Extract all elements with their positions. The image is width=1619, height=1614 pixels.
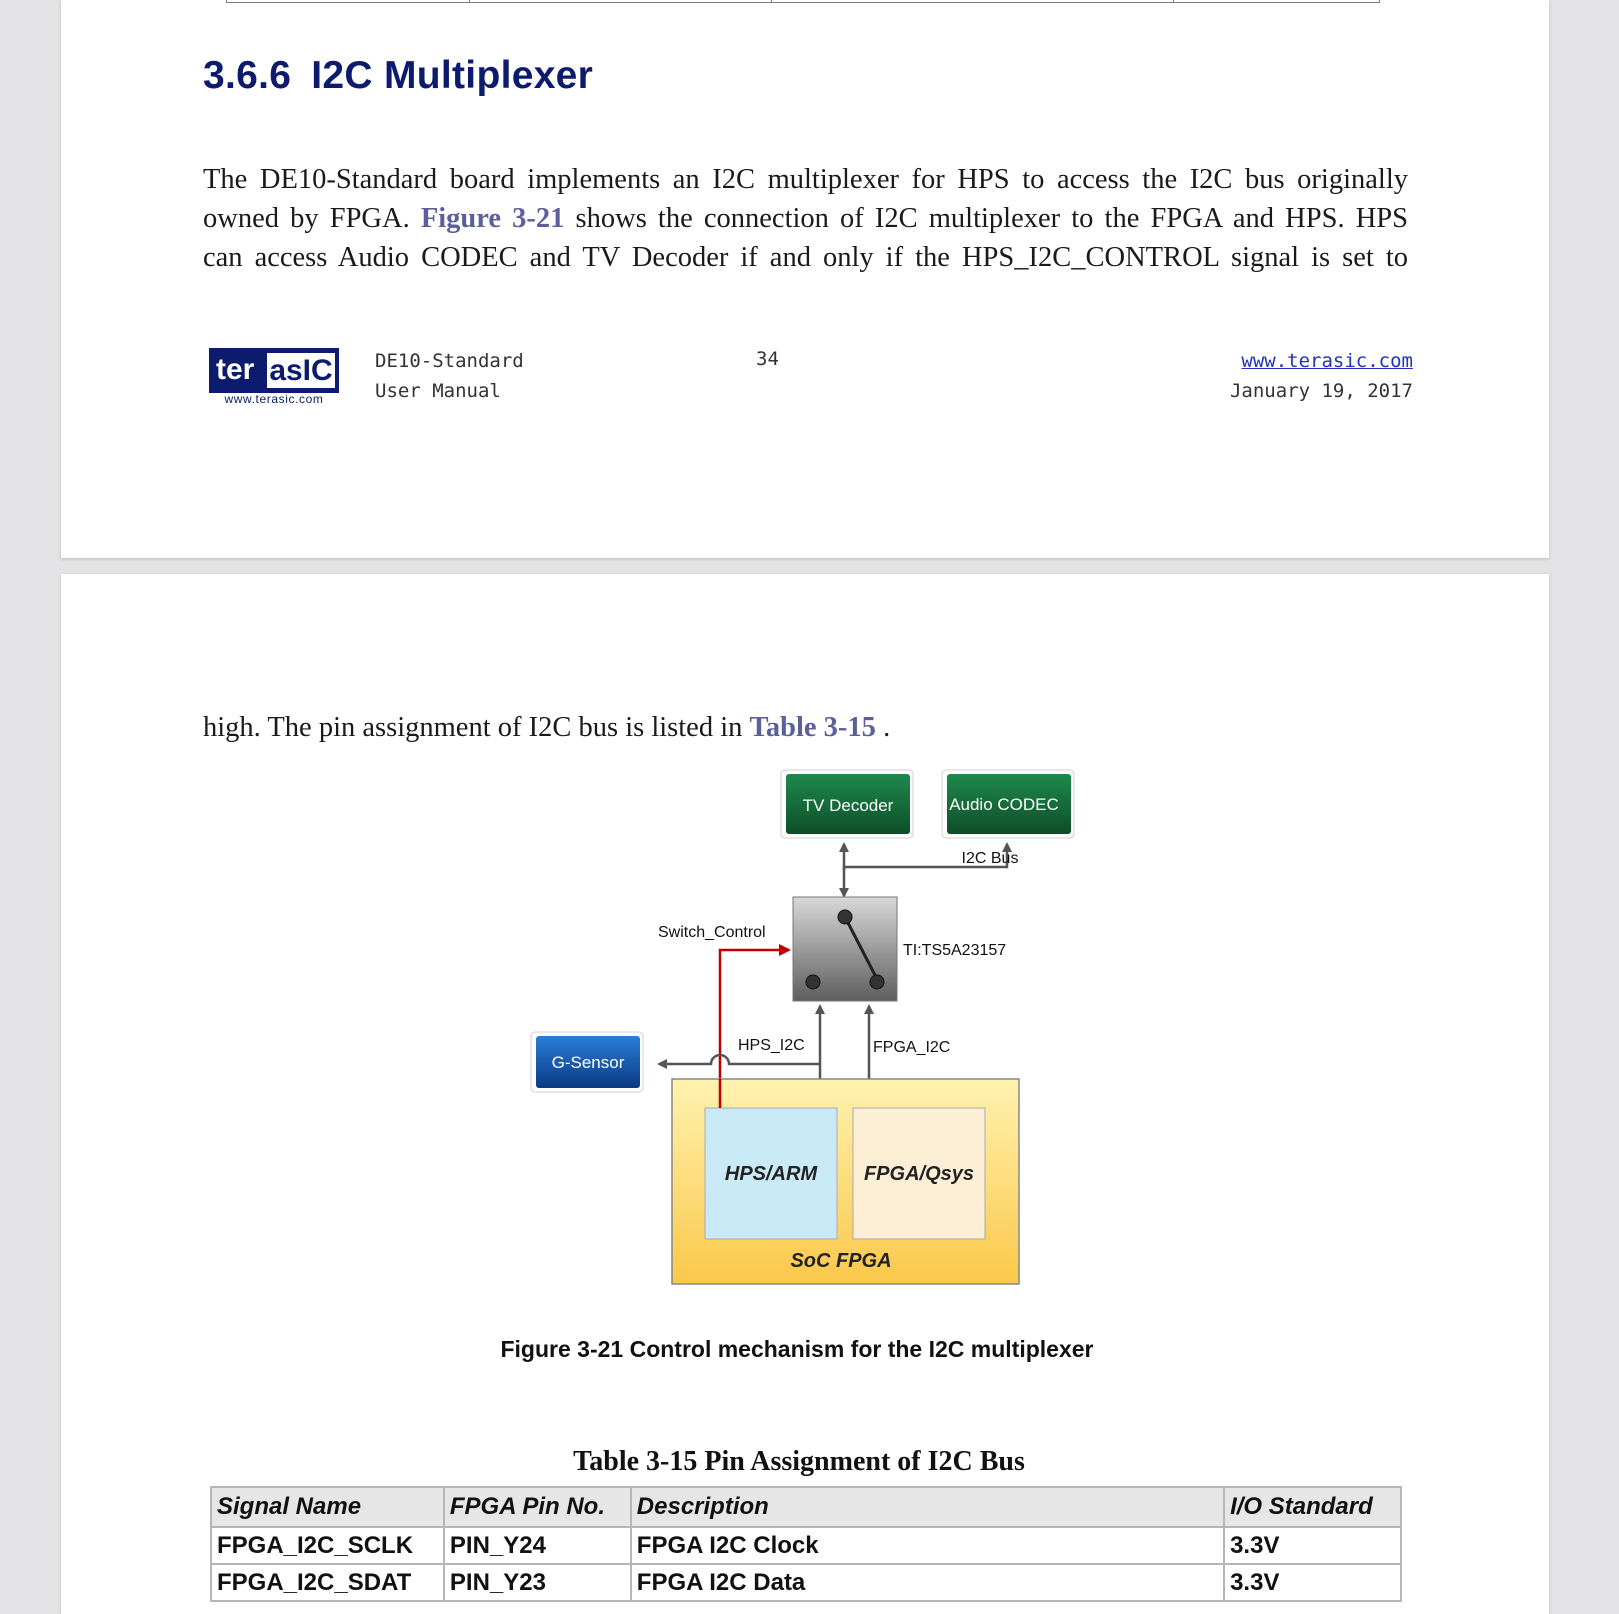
figure-link[interactable]: Figure 3-21 <box>420 203 565 234</box>
g-sensor-block: G-Sensor <box>530 1031 644 1093</box>
terasic-logo: ter asIC www.terasic.com <box>209 348 341 408</box>
paragraph-line: can access Audio CODEC and TV Decoder if… <box>203 242 1408 273</box>
footer-right: www.terasic.com January 19, 2017 <box>1230 346 1413 406</box>
header-signal-name: Signal Name <box>210 1486 445 1528</box>
i2c-bus-label: I2C Bus <box>962 850 1019 867</box>
switch-control-label: Switch_Control <box>658 924 766 941</box>
switch-chip <box>792 896 898 1002</box>
cell-fpga-pin: PIN_Y23 <box>442 1563 632 1602</box>
i2c-bus-lines <box>839 842 1012 898</box>
cell-description: FPGA I2C Data <box>629 1563 1226 1602</box>
cell-signal-name: FPGA_I2C_SCLK <box>210 1526 445 1565</box>
footer-page-number: 34 <box>756 348 779 370</box>
intro-paragraph: The DE10-Standard board implements an I2… <box>203 160 1408 277</box>
table-title: Table 3-15 Pin Assignment of I2C Bus <box>573 1446 1025 1477</box>
audio-codec-label: Audio CODEC <box>949 795 1059 814</box>
footer-doc-type: User Manual <box>375 380 501 402</box>
section-title: I2C Multiplexer <box>311 54 594 97</box>
continued-paragraph: high. The pin assignment of I2C bus is l… <box>203 712 891 743</box>
document-page-35: high. The pin assignment of I2C bus is l… <box>61 574 1549 1614</box>
hps-i2c-label: HPS_I2C <box>738 1037 805 1054</box>
paragraph-line: The DE10-Standard board implements an I2… <box>203 164 1408 195</box>
header-io-standard: I/O Standard <box>1223 1486 1402 1528</box>
cell-signal-name: FPGA_I2C_SDAT <box>210 1563 445 1602</box>
soc-fpga-block: HPS/ARM FPGA/Qsys SoC FPGA <box>671 1078 1020 1285</box>
document-page-34: 3.6.6 I2C Multiplexer The DE10-Standard b… <box>61 0 1549 558</box>
header-description: Description <box>629 1486 1226 1528</box>
soc-fpga-label: SoC FPGA <box>790 1250 891 1272</box>
header-fpga-pin: FPGA Pin No. <box>442 1486 632 1528</box>
section-heading: 3.6.6 I2C Multiplexer <box>203 54 593 98</box>
table-bottom-remnant <box>226 0 1380 3</box>
figure-caption: Figure 3-21 Control mechanism for the I2… <box>500 1336 1094 1362</box>
table-row: FPGA_I2C_SDAT PIN_Y23 FPGA I2C Data 3.3V <box>210 1563 1402 1602</box>
cell-description: FPGA I2C Clock <box>629 1526 1226 1565</box>
footer-website-link[interactable]: www.terasic.com <box>1241 350 1413 372</box>
i2c-multiplexer-diagram: TV Decoder Audio CODEC I2C Bus TI:TS5A23… <box>530 769 1075 1285</box>
footer-doc-info: DE10-Standard User Manual <box>375 346 524 406</box>
g-sensor-label: G-Sensor <box>552 1053 625 1072</box>
switch-chip-label: TI:TS5A23157 <box>903 942 1006 959</box>
cell-io-standard: 3.3V <box>1223 1526 1402 1565</box>
hps-arm-label: HPS/ARM <box>725 1163 819 1185</box>
pin-assignment-table: Signal Name FPGA Pin No. Description I/O… <box>210 1486 1402 1602</box>
table-link[interactable]: Table 3-15 <box>749 712 876 743</box>
paragraph-line: owned by FPGA. Figure 3-21 shows the con… <box>203 203 1408 234</box>
cell-fpga-pin: PIN_Y24 <box>442 1526 632 1565</box>
fpga-qsys-label: FPGA/Qsys <box>864 1163 974 1185</box>
tv-decoder-block: TV Decoder <box>780 769 914 839</box>
tv-decoder-label: TV Decoder <box>803 796 894 815</box>
audio-codec-block: Audio CODEC <box>941 769 1075 839</box>
footer-doc-name: DE10-Standard <box>375 350 524 372</box>
table-row: FPGA_I2C_SCLK PIN_Y24 FPGA I2C Clock 3.3… <box>210 1526 1402 1565</box>
footer-date: January 19, 2017 <box>1229 380 1413 402</box>
fpga-i2c-label: FPGA_I2C <box>873 1039 950 1056</box>
table-header-row: Signal Name FPGA Pin No. Description I/O… <box>210 1486 1402 1528</box>
cell-io-standard: 3.3V <box>1223 1563 1402 1602</box>
section-number: 3.6.6 <box>203 54 292 97</box>
